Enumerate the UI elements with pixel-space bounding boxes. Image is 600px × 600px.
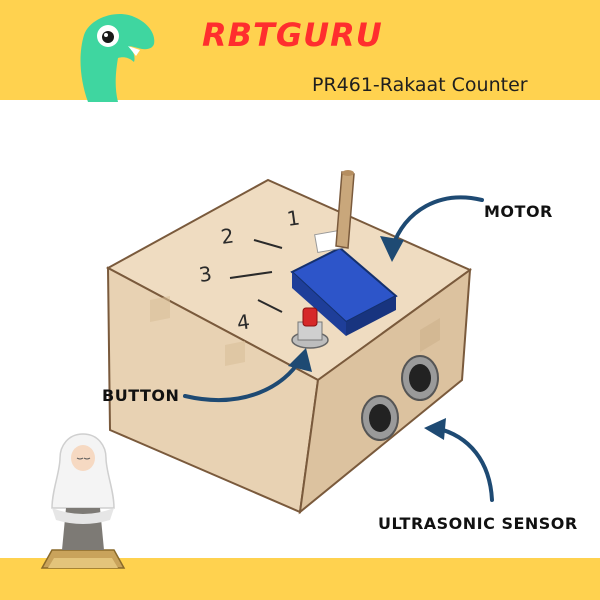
box-number-1: 1 <box>285 205 301 231</box>
box-number-2: 2 <box>219 223 235 249</box>
motor-arrow <box>390 195 484 250</box>
motor-label: MOTOR <box>484 202 553 221</box>
box-number-4: 4 <box>235 309 251 335</box>
product-subtitle: PR461-Rakaat Counter <box>312 74 528 96</box>
push-button <box>291 307 329 349</box>
servo-motor <box>290 170 398 336</box>
button-arrow <box>183 358 302 402</box>
ultrasonic-sensor-label: ULTRASONIC SENSOR <box>378 514 578 533</box>
button-label: BUTTON <box>102 386 180 405</box>
box-number-3: 3 <box>197 261 213 287</box>
sensor-arrow <box>434 426 494 502</box>
ultrasonic-sensor <box>361 355 439 441</box>
brand-title: RBTGURU <box>202 16 383 54</box>
dinosaur-mascot-icon <box>80 14 155 103</box>
praying-girl-icon <box>40 433 126 569</box>
